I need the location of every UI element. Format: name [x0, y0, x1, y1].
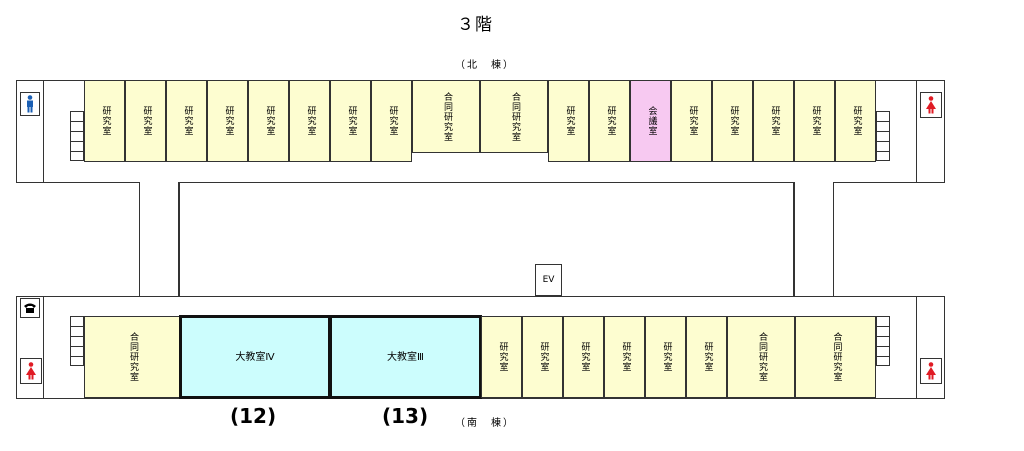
floor-title: ３階 — [457, 15, 493, 35]
classroom-number-13: (13) — [382, 404, 429, 428]
classroom-number-12: (12) — [230, 404, 277, 428]
north-room: 研究室 — [125, 80, 166, 162]
elevator: EV — [535, 264, 562, 296]
south-joint-room: 合同研究室 — [84, 316, 180, 398]
north-room: 研究室 — [794, 80, 835, 162]
north-left-stairs — [70, 111, 84, 161]
meeting-room: 会議室 — [630, 80, 671, 162]
female-restroom-icon — [920, 358, 942, 384]
north-room: 研究室 — [84, 80, 125, 162]
north-joint-room: 合同研究室 — [412, 80, 480, 153]
south-room: 研究室 — [645, 316, 686, 398]
south-wing-label: （南 棟） — [455, 418, 515, 429]
north-room: 研究室 — [289, 80, 330, 162]
north-room: 研究室 — [166, 80, 207, 162]
north-room: 研究室 — [371, 80, 412, 162]
north-room: 研究室 — [248, 80, 289, 162]
north-room: 研究室 — [753, 80, 794, 162]
courtyard — [179, 182, 794, 297]
east-connector — [794, 182, 834, 297]
south-room: 研究室 — [522, 316, 563, 398]
lecture-room-iii[interactable]: 大教室Ⅲ — [329, 315, 482, 399]
north-room: 研究室 — [712, 80, 753, 162]
north-room: 研究室 — [207, 80, 248, 162]
north-wing-label: （北 棟） — [455, 60, 515, 71]
north-joint-room: 合同研究室 — [480, 80, 548, 153]
male-restroom-icon — [20, 92, 40, 116]
south-room: 研究室 — [604, 316, 645, 398]
south-room: 研究室 — [563, 316, 604, 398]
north-room: 研究室 — [330, 80, 371, 162]
south-joint-room: 合同研究室 — [795, 316, 876, 398]
north-room: 研究室 — [835, 80, 876, 162]
north-room: 研究室 — [589, 80, 630, 162]
north-room: 研究室 — [548, 80, 589, 162]
female-restroom-icon — [20, 358, 42, 384]
south-room: 研究室 — [481, 316, 522, 398]
female-restroom-icon — [920, 92, 942, 118]
west-connector — [139, 182, 179, 297]
south-room: 研究室 — [686, 316, 727, 398]
south-joint-room: 合同研究室 — [727, 316, 795, 398]
north-room: 研究室 — [671, 80, 712, 162]
lecture-room-iv[interactable]: 大教室Ⅳ — [179, 315, 331, 399]
south-left-stairs — [70, 316, 84, 366]
north-right-stairs — [876, 111, 890, 161]
telephone-icon — [20, 298, 40, 318]
south-right-stairs — [876, 316, 890, 366]
